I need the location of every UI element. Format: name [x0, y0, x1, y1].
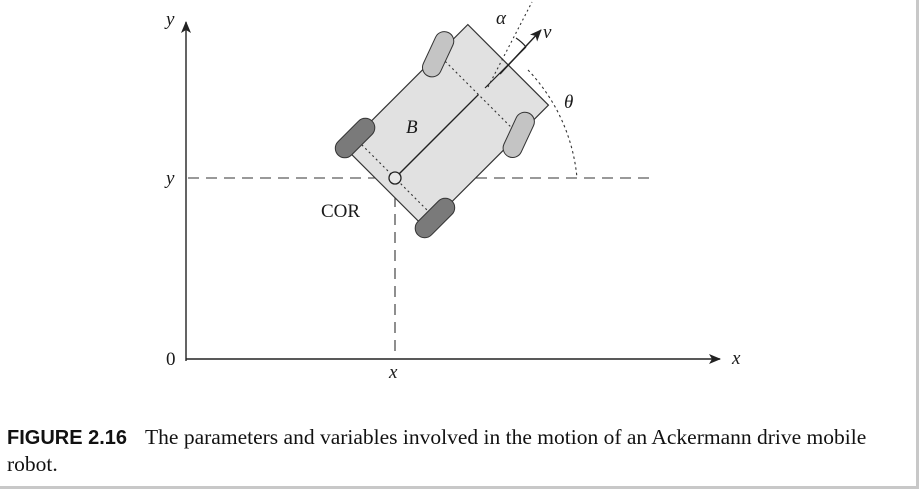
velocity-arrow: [499, 29, 542, 75]
figure-number: FIGURE 2.16: [7, 427, 128, 449]
rear-left-wheel: [334, 117, 376, 159]
baseline-label: B: [406, 117, 418, 138]
cor-label: COR: [321, 201, 360, 222]
caption-text: The parameters and variables involved in…: [7, 425, 867, 476]
y-axis-label: y: [164, 9, 175, 30]
steer-angle-arc: [515, 37, 527, 48]
front-right-wheel: [502, 111, 535, 159]
origin-label: 0: [166, 349, 176, 370]
reference-point: [388, 171, 402, 185]
ackermann-diagram: y x 0 y x B COR α v θ: [164, 1, 741, 383]
steer-angle-label: α: [496, 8, 507, 29]
wheelbase-line: [394, 94, 479, 179]
heading-arc: [527, 69, 578, 179]
steering-direction-line: [487, 1, 533, 88]
y-position-label: y: [164, 168, 175, 189]
x-axis-label: x: [731, 348, 741, 369]
front-left-wheel: [422, 31, 455, 78]
x-position-label: x: [388, 362, 398, 383]
heading-label: θ: [564, 92, 573, 113]
rear-right-wheel: [414, 197, 456, 239]
velocity-label: v: [543, 22, 552, 43]
